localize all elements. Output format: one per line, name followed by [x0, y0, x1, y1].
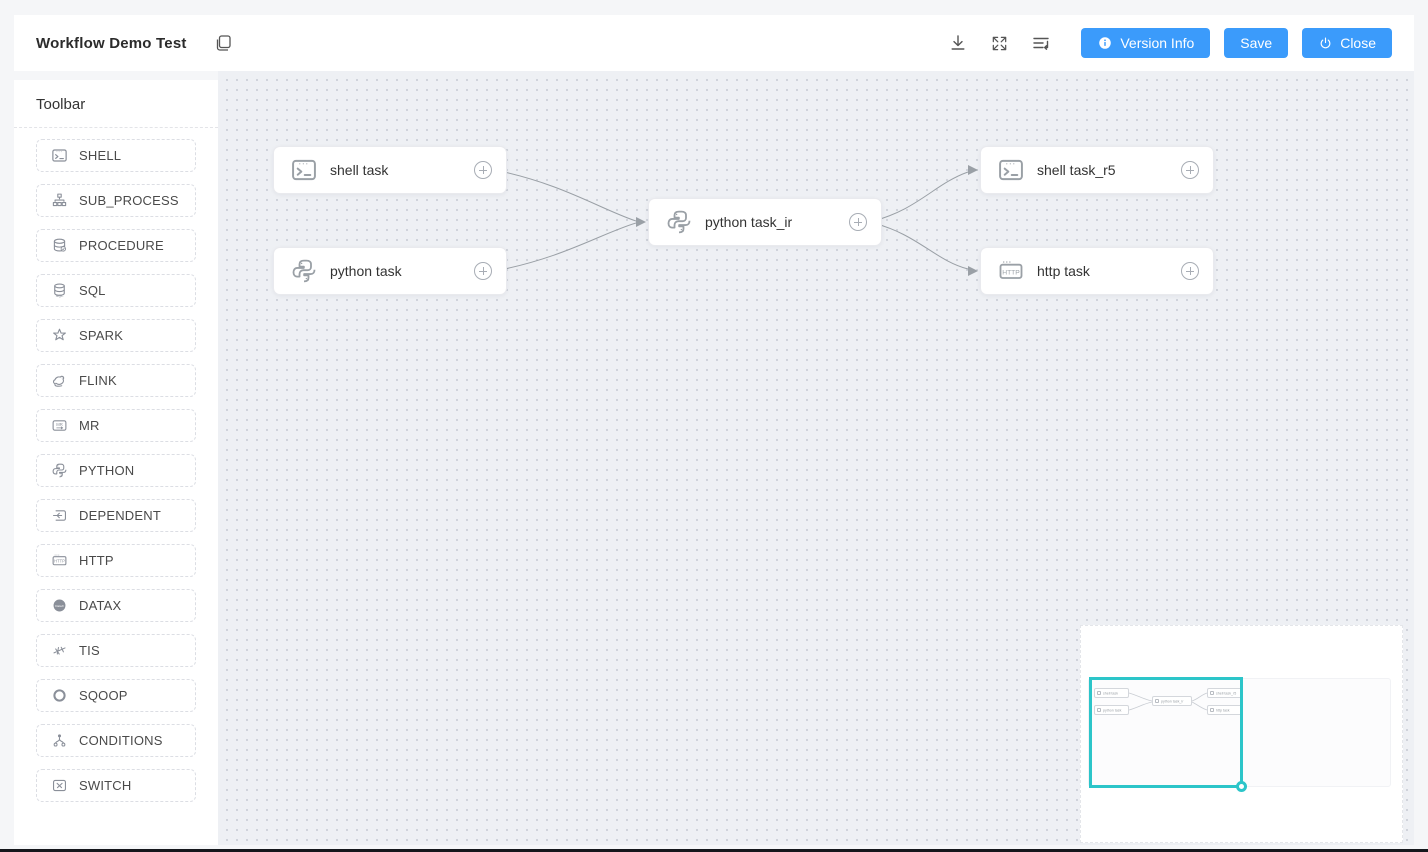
node-python-task-ir[interactable]: python task_ir [648, 198, 882, 246]
toolbar-title: Toolbar [36, 96, 86, 113]
node-connector-plus[interactable] [474, 161, 492, 179]
toolbar-item-spark[interactable]: SPARK [36, 319, 196, 352]
sqoop-icon [53, 689, 66, 702]
node-connector-plus[interactable] [849, 213, 867, 231]
toolbar-item-sub-process[interactable]: SUB_PROCESS [36, 184, 196, 217]
toolbar-item-mr[interactable]: MR [36, 409, 196, 442]
save-button[interactable]: Save [1224, 28, 1289, 58]
edge-python-to-pythonir [494, 222, 637, 272]
power-icon [1320, 37, 1331, 48]
fullscreen-icon[interactable] [986, 30, 1013, 57]
minimap-node-shell-task: shell task [1094, 688, 1129, 698]
python-icon [667, 210, 691, 234]
node-python-task[interactable]: python task [273, 247, 507, 295]
format-layout-icon[interactable] [1027, 29, 1055, 57]
procedure-icon [51, 237, 68, 254]
workflow-title: Workflow Demo Test [36, 34, 187, 52]
spark-icon [53, 328, 66, 341]
shell-icon [292, 159, 316, 181]
node-shell-task[interactable]: shell task [273, 146, 507, 194]
toolbar-item-flink[interactable]: FLINK [36, 364, 196, 397]
sub-process-icon [52, 193, 67, 207]
minimap-viewport[interactable] [1089, 677, 1243, 788]
conditions-icon [53, 733, 66, 747]
close-button[interactable]: Close [1302, 28, 1392, 58]
dag-canvas[interactable]: shell task python task python task_ir sh… [218, 71, 1414, 845]
arrowhead-http [968, 266, 978, 276]
toolbar-item-sql[interactable]: SQL [36, 274, 196, 307]
http-icon [52, 554, 67, 566]
shell-icon [52, 149, 67, 162]
header-bar: Workflow Demo Test Version Info Save Clo… [14, 15, 1414, 71]
dependent-icon [52, 510, 67, 521]
edge-pythonir-to-shellr5 [869, 171, 969, 223]
minimap-panel: shell task python task python task_ir sh… [1080, 625, 1403, 843]
flink-icon [52, 375, 65, 387]
node-connector-plus[interactable] [1181, 262, 1199, 280]
copy-icon[interactable] [209, 29, 237, 57]
toolbar-item-datax[interactable]: DATAX [36, 589, 196, 622]
toolbar-item-shell[interactable]: SHELL [36, 139, 196, 172]
minimap-edges [1128, 692, 1208, 711]
toolbar-sidebar: Toolbar SHELL SUB_PROCESS PROCEDURE SQL … [14, 80, 218, 845]
http-icon [999, 260, 1023, 279]
edge-shell-to-pythonir [494, 169, 637, 222]
shell-icon [999, 159, 1023, 181]
toolbar-item-conditions[interactable]: CONDITIONS [36, 724, 196, 757]
sql-icon [54, 283, 65, 299]
toolbar-item-python[interactable]: PYTHON [36, 454, 196, 487]
toolbar-item-sqoop[interactable]: SQOOP [36, 679, 196, 712]
minimap-node-python-task: python task [1094, 705, 1129, 715]
python-icon [52, 463, 67, 478]
version-info-button[interactable]: Version Info [1081, 28, 1211, 58]
toolbar-item-dependent[interactable]: DEPENDENT [36, 499, 196, 532]
tis-icon [53, 646, 66, 655]
mr-icon [52, 420, 67, 431]
toolbar-item-procedure[interactable]: PROCEDURE [36, 229, 196, 262]
node-shell-task-r5[interactable]: shell task_r5 [980, 146, 1214, 194]
window-bottom-edge [0, 849, 1428, 852]
arrowhead-pythonir [636, 217, 646, 227]
edge-pythonir-to-http [869, 221, 969, 270]
download-icon[interactable] [944, 29, 972, 57]
minimap-node-python-task-ir: python task_ir [1152, 696, 1192, 706]
switch-icon [52, 779, 67, 792]
toolbar-item-switch[interactable]: SWITCH [36, 769, 196, 802]
minimap-resize-handle[interactable] [1236, 781, 1247, 792]
toolbar-list: SHELL SUB_PROCESS PROCEDURE SQL SPARK FL… [14, 128, 218, 802]
node-connector-plus[interactable] [1181, 161, 1199, 179]
toolbar-item-tis[interactable]: TIS [36, 634, 196, 667]
info-icon [1099, 37, 1112, 49]
node-http-task[interactable]: http task [980, 247, 1214, 295]
python-icon [292, 259, 316, 283]
datax-icon [53, 599, 66, 612]
arrowhead-shellr5 [968, 165, 978, 175]
node-connector-plus[interactable] [474, 262, 492, 280]
toolbar-item-http[interactable]: HTTP [36, 544, 196, 577]
toolbar-divider [14, 127, 218, 128]
